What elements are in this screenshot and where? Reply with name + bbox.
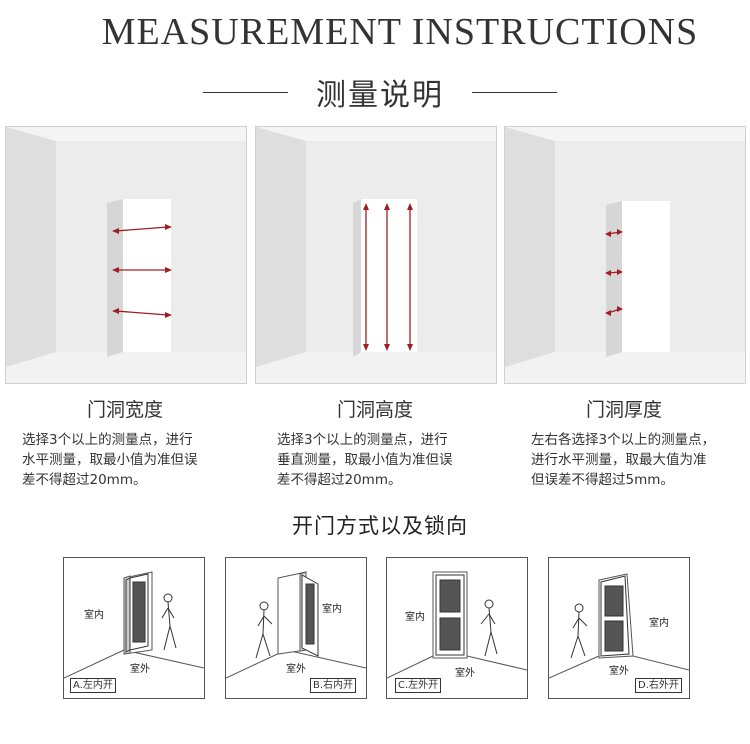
thickness-arrows [605,229,623,316]
person-icon [570,603,588,659]
height-arrows [363,203,413,351]
person-icon [161,593,177,651]
opening-diagram-c: 室内 室外 C.左外开 [386,557,528,699]
door-leaf [600,575,630,657]
description-line: 差不得超过20mm。 [22,472,147,488]
outside-label: 室外 [455,668,475,679]
door-height-title: 门洞高度 [336,399,413,421]
divider-left [203,92,288,93]
door-width-illustration [5,126,247,384]
inside-label: 室内 [84,610,104,621]
opening-diagram-b: 室内 室外 B.右内开 [225,557,367,699]
inside-label: 室内 [405,612,425,623]
door-thickness-description: 左右各选择3个以上的测量点， 进行水平测量，取最大值为准 但误差不得超过5mm。 [531,430,715,490]
opening-diagram-a: 室内 室外 A.左内开 [63,557,205,699]
opening-type-b: B.右内开 [310,678,357,693]
opening-diagram-d: 室内 室外 D.右外开 [548,557,690,699]
inside-label: 室内 [649,618,669,629]
person-icon [480,599,498,657]
description-line: 选择3个以上的测量点，进行 [277,432,448,448]
door-width-title: 门洞宽度 [86,399,163,421]
person-icon [255,601,273,659]
description-line: 左右各选择3个以上的测量点， [531,432,716,448]
door-height-illustration [255,126,497,384]
description-line: 选择3个以上的测量点，进行 [22,432,193,448]
page-subtitle: 测量说明 [316,78,444,113]
outside-label: 室外 [609,666,629,677]
door-leaf [301,574,319,657]
door-leaf [125,573,149,653]
description-line: 垂直测量，取最小值为准但误 [277,452,453,468]
opening-type-a: A.左内开 [70,678,116,693]
outside-label: 室外 [130,664,150,675]
description-line: 但误差不得超过5mm。 [531,472,674,488]
page-title: MEASUREMENT INSTRUCTIONS [101,11,699,53]
section-title-door-opening: 开门方式以及锁向 [292,514,468,538]
door-leaf [435,574,465,656]
description-line: 差不得超过20mm。 [277,472,402,488]
door-thickness-illustration [504,126,746,384]
description-line: 水平测量，取最小值为准但误 [22,452,198,468]
outside-label: 室外 [286,664,306,675]
width-arrows [112,224,172,318]
opening-type-d: D.右外开 [635,678,682,693]
door-height-description: 选择3个以上的测量点，进行 垂直测量，取最小值为准但误 差不得超过20mm。 [277,430,453,490]
opening-type-c: C.左外开 [395,678,442,693]
door-width-description: 选择3个以上的测量点，进行 水平测量，取最小值为准但误 差不得超过20mm。 [22,430,198,490]
divider-right [472,92,557,93]
door-thickness-title: 门洞厚度 [585,399,662,421]
inside-label: 室内 [322,604,342,615]
description-line: 进行水平测量，取最大值为准 [531,452,707,468]
